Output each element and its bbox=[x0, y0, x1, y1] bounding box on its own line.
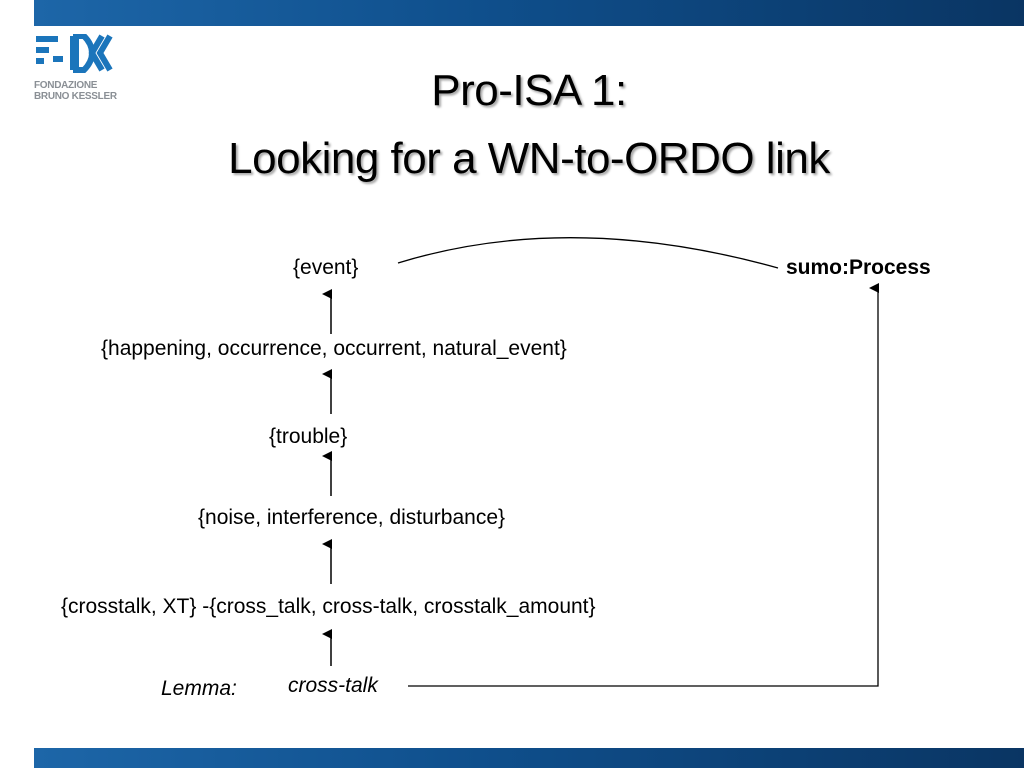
lemma-value: cross-talk bbox=[288, 674, 378, 697]
synset-event: {event} bbox=[293, 256, 359, 279]
synset-crosstalk: {crosstalk, XT} -{cross_talk, cross-talk… bbox=[61, 595, 596, 618]
fbk-logo-icon bbox=[36, 34, 113, 73]
slide-title-line-1: Pro-ISA 1: bbox=[431, 66, 627, 115]
arrow-lemma-to-sumo bbox=[408, 283, 879, 687]
bottom-banner-bar bbox=[34, 748, 1024, 768]
equivalence-link-curve bbox=[397, 237, 779, 269]
sumo-process-node: sumo:Process bbox=[786, 256, 931, 279]
lemma-label: Lemma: bbox=[161, 677, 237, 700]
synset-happening: {happening, occurrence, occurrent, natur… bbox=[101, 337, 567, 360]
top-banner-bar bbox=[34, 0, 1024, 26]
logo-line-1: FONDAZIONE bbox=[34, 80, 98, 91]
synset-trouble: {trouble} bbox=[269, 425, 348, 448]
synset-noise: {noise, interference, disturbance} bbox=[198, 506, 506, 529]
slide-title-line-2: Looking for a WN-to-ORDO link bbox=[228, 134, 830, 183]
logo-line-2: BRUNO KESSLER bbox=[34, 91, 117, 102]
